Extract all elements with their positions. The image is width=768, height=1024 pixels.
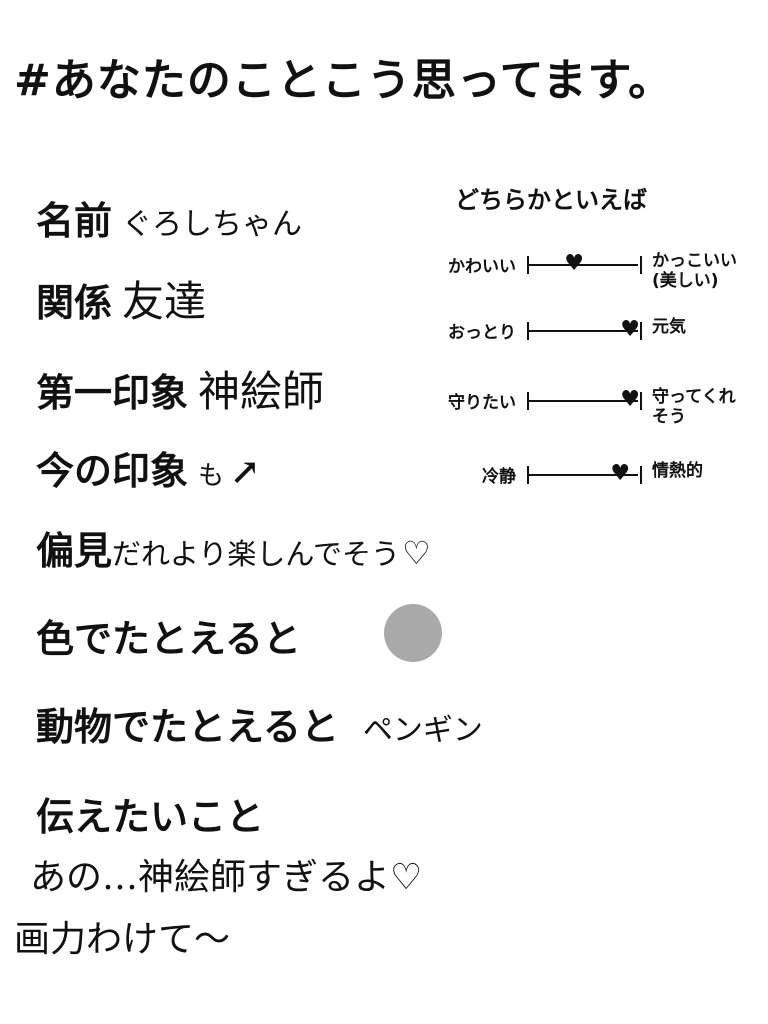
relation-value: 友達	[122, 277, 207, 326]
message-label: 伝えたいこと	[36, 795, 265, 839]
page-title: #あなたのことこう思ってます。	[14, 55, 674, 106]
first-impression-label: 第一印象	[36, 371, 189, 415]
scale-left-label: 冷静	[482, 467, 516, 487]
scale-line	[528, 330, 638, 332]
scale-left-label: 守りたい	[448, 393, 516, 413]
scale-heart-marker-icon: ♥	[620, 317, 641, 342]
scale-right-label: 元気	[652, 317, 686, 337]
color-row: 色でたとえると	[36, 608, 301, 663]
heart-icon: ♡	[402, 534, 431, 572]
scale-heart-marker-icon: ♥	[564, 251, 584, 276]
scale-tick-right	[640, 466, 642, 484]
scale-heart-marker-icon: ♥	[620, 387, 641, 412]
name-label: 名前	[36, 199, 113, 243]
animal-value: ペンギン	[362, 713, 483, 748]
scale-right-label: かっこいい (美しい)	[652, 251, 737, 291]
animal-label: 動物でたとえると	[36, 705, 339, 749]
scale-line	[528, 264, 638, 266]
name-row: 名前 ぐろしちゃん	[36, 190, 302, 245]
first-impression-value: 神絵師	[198, 367, 325, 416]
relation-row: 関係 友達	[36, 268, 206, 329]
current-impression-row: 今の印象 も ↗	[36, 440, 260, 495]
color-label: 色でたとえると	[36, 617, 301, 661]
scale-title: どちらかといえば	[455, 186, 647, 214]
bias-row: 偏見 だれより楽しんでそう ♡	[36, 520, 431, 575]
first-impression-row: 第一印象 神絵師	[36, 358, 324, 419]
bias-label: 偏見	[36, 529, 113, 573]
scale-left-label: かわいい	[448, 257, 516, 277]
scale-line	[528, 400, 638, 402]
scale-right-label: 守ってくれ そう	[652, 387, 736, 427]
scale-right-label: 情熱的	[652, 461, 703, 481]
scale-tick-right	[640, 392, 642, 410]
bias-value: だれより楽しんでそう	[112, 537, 400, 571]
scale-tick-right	[640, 256, 642, 274]
current-impression-value: も	[198, 461, 225, 491]
relation-label: 関係	[36, 281, 113, 325]
message-label-row: 伝えたいこと	[36, 786, 264, 841]
name-value: ぐろしちゃん	[122, 207, 303, 242]
current-impression-label: 今の印象	[36, 449, 189, 493]
up-arrow-icon: ↗	[230, 451, 261, 493]
scale-line	[528, 474, 638, 476]
scale-left-label: おっとり	[448, 323, 516, 343]
animal-row: 動物でたとえると ペンギン	[36, 696, 483, 751]
message-line-1: あの…神絵師すぎるよ♡	[30, 857, 423, 898]
gray-color-circle	[384, 604, 442, 662]
scale-tick-right	[640, 322, 642, 340]
message-line-2: 画力わけて〜	[14, 919, 231, 960]
scale-heart-marker-icon: ♥	[610, 461, 631, 486]
